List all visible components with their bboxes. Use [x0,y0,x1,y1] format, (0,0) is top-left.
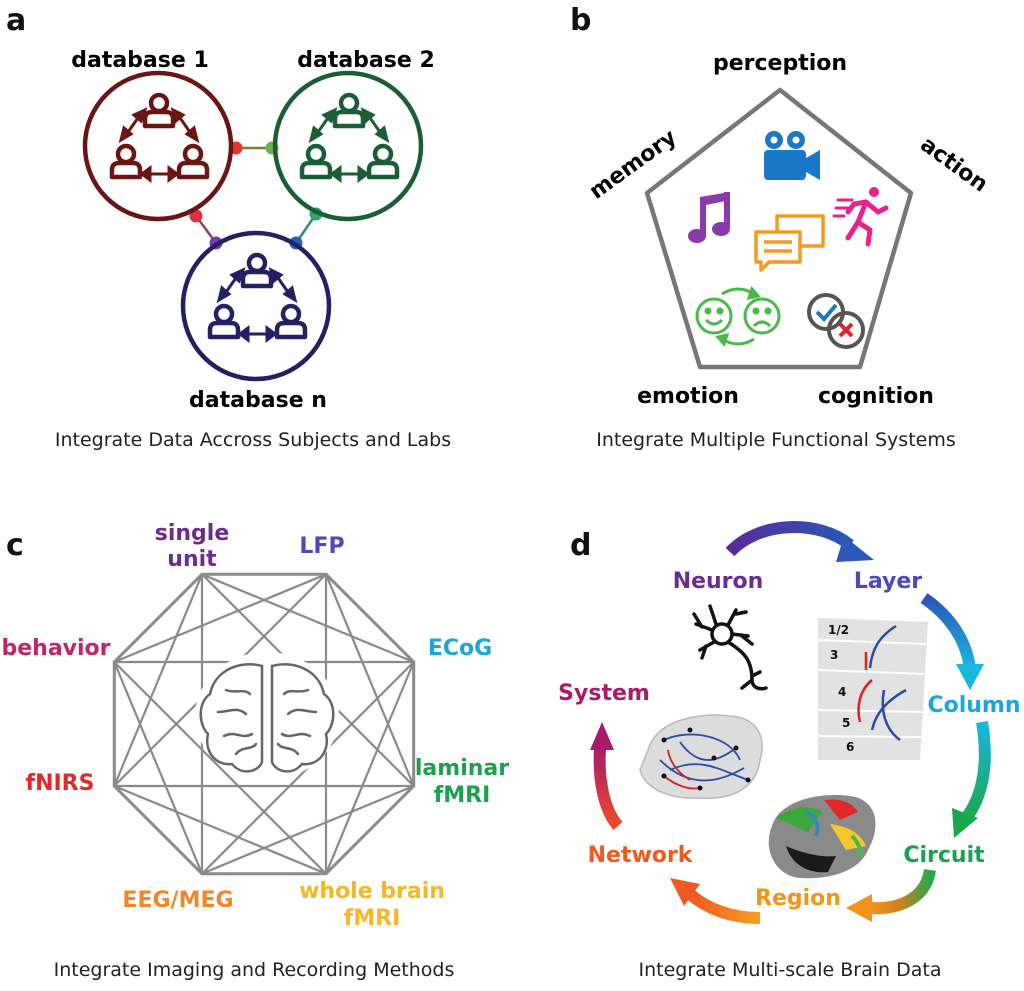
layer-label: Layer [854,569,922,594]
circuit-label: Circuit [903,843,985,868]
perception-label: perception [713,51,847,76]
person-icon [179,146,207,177]
method-link [201,573,415,664]
emotion-faces-icon [695,286,781,347]
whole-brain-fmri-label-2: fMRI [344,906,401,931]
method-network [112,572,416,876]
system-label: System [558,681,650,706]
method-link [113,573,327,664]
chat-bubbles-icon [754,214,825,272]
panel-c-label: c [6,528,24,563]
database-2-label: database 2 [297,48,435,73]
person-icon [369,146,397,177]
layer-tick-label: 1/2 [828,623,849,637]
video-camera-icon [764,131,820,180]
action-label: action [915,132,992,197]
person-icon [210,306,238,337]
single-unit-label: single [155,521,230,546]
database-2-group [272,70,424,222]
exchange-arrows-icon [118,107,200,183]
scale-cycle-arrows [590,521,991,924]
column-label: Column [927,693,1020,718]
panel-c: c single unit LFP behavior ECoG fNIRS la… [1,521,509,981]
region-label: Region [755,886,841,911]
ecog-label: ECoG [428,636,492,661]
network-label: Network [588,843,694,868]
exchange-arrows-icon [216,267,298,343]
emotion-label: emotion [637,384,739,409]
laminar-fmri-label: laminar [415,756,509,781]
method-link [324,661,415,875]
check-cross-icon [807,293,865,349]
layer-tick-label: 3 [830,648,838,662]
method-link [113,784,327,875]
method-link [113,661,204,875]
panel-a-caption: Integrate Data Accross Subjects and Labs [55,429,451,451]
running-person-icon [832,187,889,247]
database-n-label: database n [189,388,327,413]
single-unit-label-2: unit [167,547,217,572]
panel-d-label: d [570,528,591,563]
database-n-group [180,230,332,382]
person-icon [277,306,305,337]
panel-d-caption: Integrate Multi-scale Brain Data [639,959,942,981]
database-1-group [82,70,234,222]
panel-c-caption: Integrate Imaging and Recording Methods [54,959,455,981]
database-1-label: database 1 [71,48,209,73]
method-link [113,573,204,787]
cortical-layers-panel [817,618,928,760]
layer-tick-label: 6 [846,740,854,754]
panel-a: a database 1 database 2 [6,3,451,451]
panel-b-label: b [570,3,591,38]
exchange-arrows-icon [308,107,390,183]
lfp-label: LFP [299,534,344,559]
neuron-icon [692,604,768,691]
fnirs-label: fNIRS [26,771,95,796]
neuron-label: Neuron [673,569,764,594]
music-note-icon [688,192,730,243]
panel-b-caption: Integrate Multiple Functional Systems [596,429,956,451]
brain-icon [199,663,335,773]
cognition-label: cognition [818,384,934,409]
layer-tick-label: 5 [842,716,850,730]
whole-brain-fmri-label: whole brain [299,879,445,904]
person-icon [335,95,363,126]
method-link [201,784,415,875]
panel-a-label: a [6,3,26,38]
eeg-meg-label: EEG/MEG [122,888,233,913]
memory-label: memory [585,125,681,205]
person-icon [112,146,140,177]
region-brain-image [768,795,876,879]
layer-tick-label: 4 [838,685,846,699]
person-icon [243,255,271,286]
panel-b: b perception memory action emotion cogni… [570,3,992,451]
method-link [324,573,415,787]
system-pentagon [644,87,914,370]
method-link [113,661,327,875]
person-icon [145,95,173,126]
behavior-label: behavior [1,636,110,661]
laminar-fmri-label-2: fMRI [434,783,491,808]
method-octagon-outline [112,572,416,876]
brain-backdrop [195,652,339,780]
panel-d: d Neuron Layer Column Circuit Region Net… [558,521,1021,981]
person-icon [302,146,330,177]
network-brain-image [639,714,763,799]
